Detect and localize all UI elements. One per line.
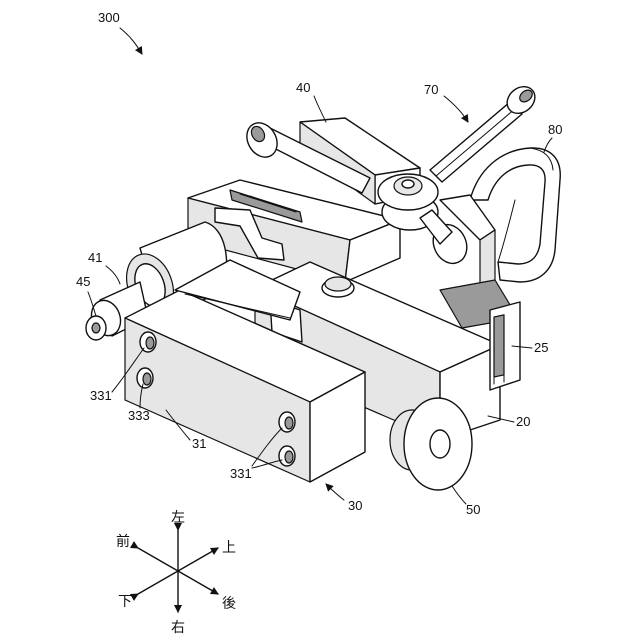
direction-right: 右: [171, 620, 185, 636]
direction-down: 下: [118, 594, 132, 610]
label-45: 45: [76, 274, 90, 289]
front-tip: [86, 316, 106, 340]
direction-up: 上: [222, 540, 236, 556]
direction-indicator: 左 前 上 下 後 右: [116, 510, 236, 636]
direction-rear: 後: [222, 596, 236, 612]
lever-70: [430, 81, 540, 182]
label-331-right: 331: [230, 466, 252, 481]
label-80: 80: [548, 122, 562, 137]
label-300: 300: [98, 10, 120, 25]
label-331-left: 331: [90, 388, 112, 403]
label-25: 25: [534, 340, 548, 355]
label-333: 333: [128, 408, 150, 423]
direction-left: 左: [171, 510, 185, 526]
machine-drawing: [86, 81, 560, 490]
label-31: 31: [192, 436, 206, 451]
label-50: 50: [466, 502, 480, 517]
label-70: 70: [424, 82, 438, 97]
label-20: 20: [516, 414, 530, 429]
label-30: 30: [348, 498, 362, 513]
label-41: 41: [88, 250, 102, 265]
direction-front: 前: [116, 533, 130, 550]
label-40: 40: [296, 80, 310, 95]
